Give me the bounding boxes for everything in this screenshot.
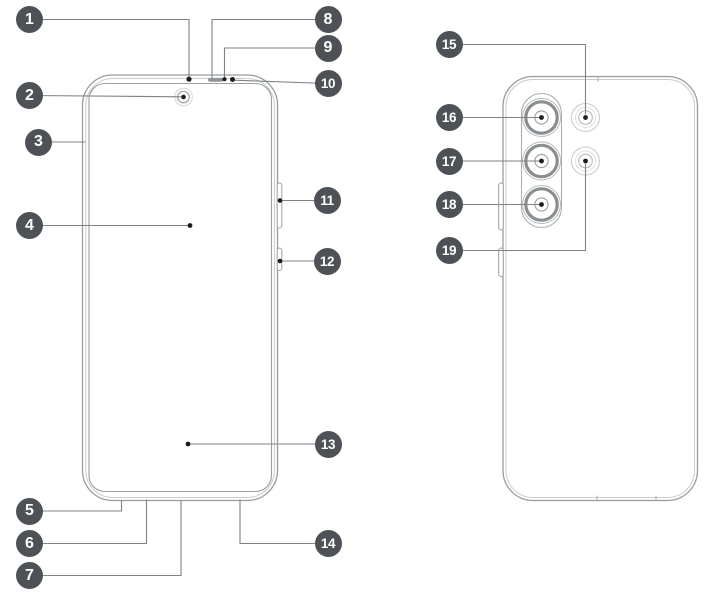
feature-dots [181, 76, 588, 447]
callout-badge-5: 5 [16, 497, 43, 525]
callout-badge-14: 14 [314, 530, 342, 557]
power-key-dot [277, 258, 283, 264]
back-volume-key [498, 182, 504, 231]
callout-label-7: 7 [25, 566, 34, 584]
front-frame-line [85, 78, 275, 498]
callout-label-11: 11 [320, 193, 334, 208]
front-body-outline [81, 74, 279, 502]
callout-badge-13: 13 [314, 430, 342, 458]
callout-label-18: 18 [441, 197, 457, 212]
screen-lower-dot [185, 441, 191, 447]
sensor-dot-right [230, 77, 235, 82]
callout-badge-17: 17 [435, 148, 463, 175]
leader-5 [29, 500, 123, 512]
leader-14 [239, 499, 328, 545]
rear-flash-dot [583, 115, 588, 120]
front-camera-dot [181, 94, 186, 100]
callout-badge-16: 16 [435, 104, 463, 131]
callout-badge-6: 6 [16, 530, 43, 557]
leader-15 [449, 43, 587, 115]
leader-6 [29, 499, 148, 545]
callout-label-13: 13 [320, 436, 336, 452]
sensor-dot-left [222, 77, 227, 82]
callout-badge-9: 9 [314, 34, 342, 62]
callout-label-14: 14 [320, 536, 336, 551]
callout-badge-7: 7 [16, 562, 43, 589]
callout-badge-1: 1 [16, 6, 43, 33]
callout-badge-15: 15 [435, 31, 463, 58]
callout-badge-12: 12 [313, 247, 341, 275]
callout-label-1: 1 [25, 10, 34, 28]
callout-badge-8: 8 [314, 6, 342, 33]
callout-label-16: 16 [441, 110, 457, 125]
earpiece-slot [208, 77, 224, 82]
callout-badge-10: 10 [314, 70, 342, 97]
callout-label-17: 17 [441, 154, 457, 169]
front-phone [81, 74, 283, 502]
screen-outline [88, 82, 273, 493]
callout-label-6: 6 [25, 534, 34, 552]
rear-lens-1-dot [539, 115, 544, 120]
leader-7 [29, 500, 182, 577]
top-mic-dot [186, 76, 192, 82]
callout-badge-19: 19 [435, 237, 463, 264]
leader-19 [449, 163, 587, 252]
rear-lens-2-dot [539, 158, 544, 164]
callout-label-19: 19 [441, 243, 457, 258]
leader-9 [223, 47, 328, 78]
leader-8 [211, 18, 328, 79]
callout-label-10: 10 [320, 76, 336, 91]
leader-1 [29, 18, 190, 77]
callout-label-4: 4 [25, 216, 34, 234]
callout-label-5: 5 [25, 502, 34, 519]
callout-label-8: 8 [323, 10, 333, 28]
callout-badge-11: 11 [313, 187, 341, 214]
leader-2 [29, 94, 182, 98]
callout-label-9: 9 [323, 39, 333, 56]
callout-badge-18: 18 [435, 191, 463, 218]
volume-key [276, 182, 283, 229]
antenna-ticks [596, 76, 657, 501]
volume-key-dot [277, 198, 283, 203]
callout-label-12: 12 [319, 253, 335, 269]
screen-upper-dot [187, 223, 193, 228]
callout-badge-3: 3 [25, 128, 52, 156]
callout-label-3: 3 [34, 133, 43, 150]
back-phone [498, 75, 699, 502]
rear-sensor-dot [583, 158, 588, 164]
back-power-key [498, 247, 504, 277]
callout-badge-2: 2 [16, 82, 43, 109]
callout-label-2: 2 [25, 86, 34, 104]
callout-badge-4: 4 [16, 212, 43, 239]
callout-label-15: 15 [441, 37, 457, 52]
leader-10 [233, 79, 329, 85]
back-frame-line [505, 79, 695, 498]
rear-lens-3-dot [539, 202, 544, 207]
